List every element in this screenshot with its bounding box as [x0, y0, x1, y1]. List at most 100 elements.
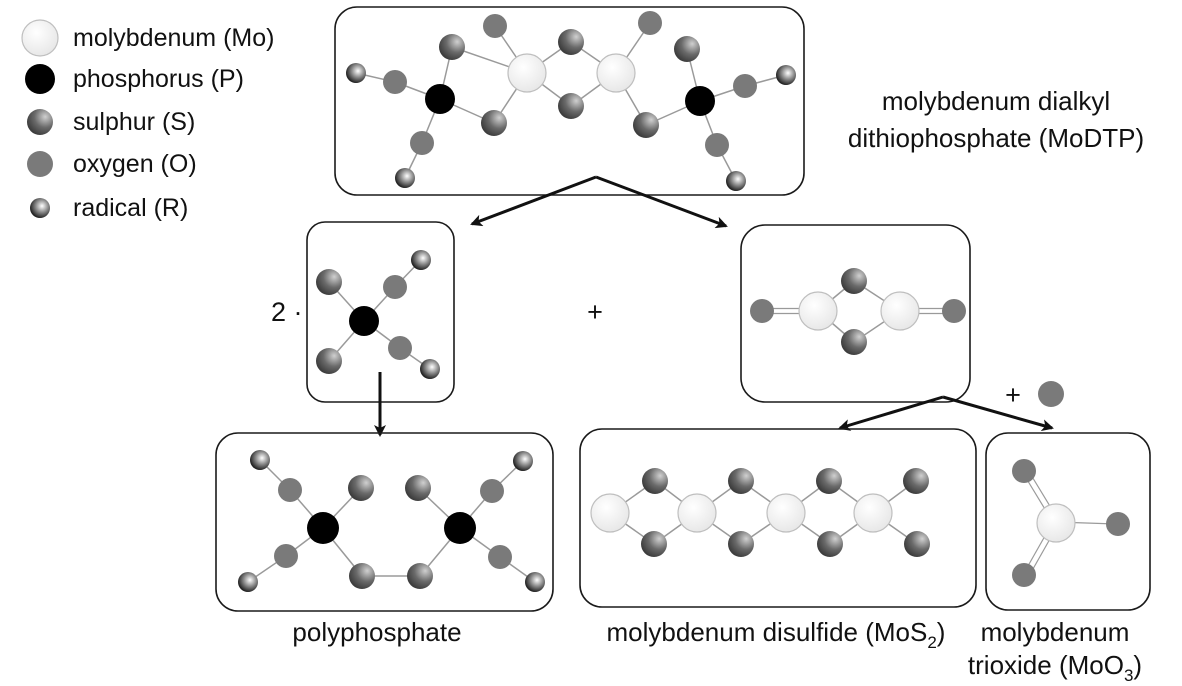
mos2-label-close: ) — [937, 617, 946, 647]
modtp-label-line2: dithiophosphate (MoDTP) — [848, 123, 1144, 153]
mos2-s-atom — [641, 531, 667, 557]
fragment-s-atom — [316, 269, 342, 295]
modtp-s-atom — [558, 29, 584, 55]
arrow-to-mo-fragment — [595, 175, 728, 229]
modtp-radical-atom — [726, 171, 746, 191]
modtp-o-atom — [733, 74, 757, 98]
legend-phosphorus-label: phosphorus (P) — [73, 65, 244, 93]
polyphosphate-s-atom — [348, 475, 374, 501]
polyphosphate-o-atom — [278, 478, 302, 502]
moo3-o-atom — [1012, 563, 1036, 587]
moo3-label-line1: molybdenum — [981, 617, 1130, 647]
legend-molybdenum-icon — [21, 19, 59, 57]
modtp-radical-atom — [346, 63, 366, 83]
mos2-box — [579, 428, 977, 608]
legend-molybdenum-label: molybdenum (Mo) — [73, 24, 274, 52]
polyphosphate-s-atom — [349, 563, 375, 589]
legend-oxygen-icon — [27, 151, 53, 177]
modtp-p-atom — [425, 84, 455, 114]
modtp-radical-atom — [776, 65, 796, 85]
plus-middle: + — [587, 297, 603, 327]
modtp-box — [334, 6, 805, 196]
legend-sulphur-icon — [27, 109, 53, 135]
mos2-s-atom — [903, 468, 929, 494]
modtp-s-atom — [558, 93, 584, 119]
fragment-s-atom — [316, 348, 342, 374]
plus-oxygen: + — [1005, 380, 1021, 410]
coefficient-label: 2 · — [271, 297, 303, 327]
fragment-radical-atom — [411, 250, 431, 270]
moo3-label-close: ) — [1133, 650, 1142, 680]
polyphosphate-label: polyphosphate — [292, 617, 461, 647]
legend-sulphur-label: sulphur (S) — [73, 108, 195, 136]
polyphosphate-p-atom — [444, 512, 476, 544]
mos2-mo-atom — [590, 493, 630, 533]
mos2-mo-atom — [677, 493, 717, 533]
legend-radical-label: radical (R) — [73, 194, 188, 222]
modtp-s-atom — [633, 112, 659, 138]
arrow-to-moo3 — [942, 395, 1054, 432]
modtp-o-atom — [705, 133, 729, 157]
modtp-s-atom — [439, 34, 465, 60]
polyphosphate-box — [215, 432, 554, 612]
polyphosphate-o-atom — [488, 545, 512, 569]
mos2-s-atom — [816, 468, 842, 494]
moo3-label-line2: trioxide (MoO3) — [968, 650, 1142, 685]
legend: molybdenum (Mo) phosphorus (P) sulphur (… — [21, 19, 274, 222]
mo-fragment-o-atom — [750, 299, 774, 323]
mos2-label-subscript: 2 — [927, 633, 936, 652]
polyphosphate-s-atom — [407, 563, 433, 589]
legend-radical-icon — [30, 198, 50, 218]
phosphate-fragment-molecule — [306, 221, 455, 403]
polyphosphate-molecule — [215, 432, 554, 612]
mo-fragment-s-atom — [841, 268, 867, 294]
polyphosphate-radical-atom — [513, 451, 533, 471]
mos2-s-atom — [728, 531, 754, 557]
modtp-o-atom — [638, 11, 662, 35]
moo3-mo-atom — [1036, 503, 1076, 543]
mo-fragment-mo-atom — [880, 291, 920, 331]
modtp-radical-atom — [395, 168, 415, 188]
mo-fragment-o-atom — [942, 299, 966, 323]
modtp-o-atom — [383, 70, 407, 94]
fragment-p-atom — [349, 306, 379, 336]
polyphosphate-o-atom — [480, 479, 504, 503]
modtp-mo-atom — [596, 53, 636, 93]
moo3-o-atom — [1012, 459, 1036, 483]
modtp-s-atom — [481, 110, 507, 136]
arrow-to-phosphate — [470, 175, 597, 227]
fragment-radical-atom — [420, 359, 440, 379]
added-oxygen-atom — [1038, 381, 1064, 407]
moo3-label-subscript: 3 — [1124, 666, 1133, 685]
modtp-mo-atom — [507, 53, 547, 93]
moo3-box — [985, 432, 1151, 611]
modtp-o-atom — [483, 14, 507, 38]
polyphosphate-s-atom — [405, 475, 431, 501]
mo-fragment-mo-atom — [798, 291, 838, 331]
moo3-molecule — [985, 432, 1151, 611]
mos2-label: molybdenum disulfide (MoS2) — [607, 617, 946, 652]
mos2-s-atom — [642, 468, 668, 494]
fragment-o-atom — [388, 336, 412, 360]
moo3-label-main: trioxide (MoO — [968, 650, 1124, 680]
modtp-p-atom — [685, 86, 715, 116]
mos2-s-atom — [904, 531, 930, 557]
mo-fragment-s-atom — [841, 329, 867, 355]
polyphosphate-p-atom — [307, 512, 339, 544]
mos2-mo-atom — [853, 493, 893, 533]
moo3-o-atom — [1106, 512, 1130, 536]
modtp-molecule — [334, 6, 805, 196]
modtp-label-line1: molybdenum dialkyl — [882, 86, 1110, 116]
polyphosphate-o-atom — [274, 544, 298, 568]
arrow-to-mos2 — [838, 395, 944, 431]
polyphosphate-radical-atom — [238, 572, 258, 592]
mos2-s-atom — [817, 531, 843, 557]
polyphosphate-radical-atom — [250, 450, 270, 470]
mo-fragment-molecule — [740, 224, 971, 403]
mos2-molecule — [579, 428, 977, 608]
polyphosphate-radical-atom — [525, 572, 545, 592]
legend-phosphorus-icon — [25, 64, 55, 94]
mos2-mo-atom — [766, 493, 806, 533]
fragment-o-atom — [383, 275, 407, 299]
